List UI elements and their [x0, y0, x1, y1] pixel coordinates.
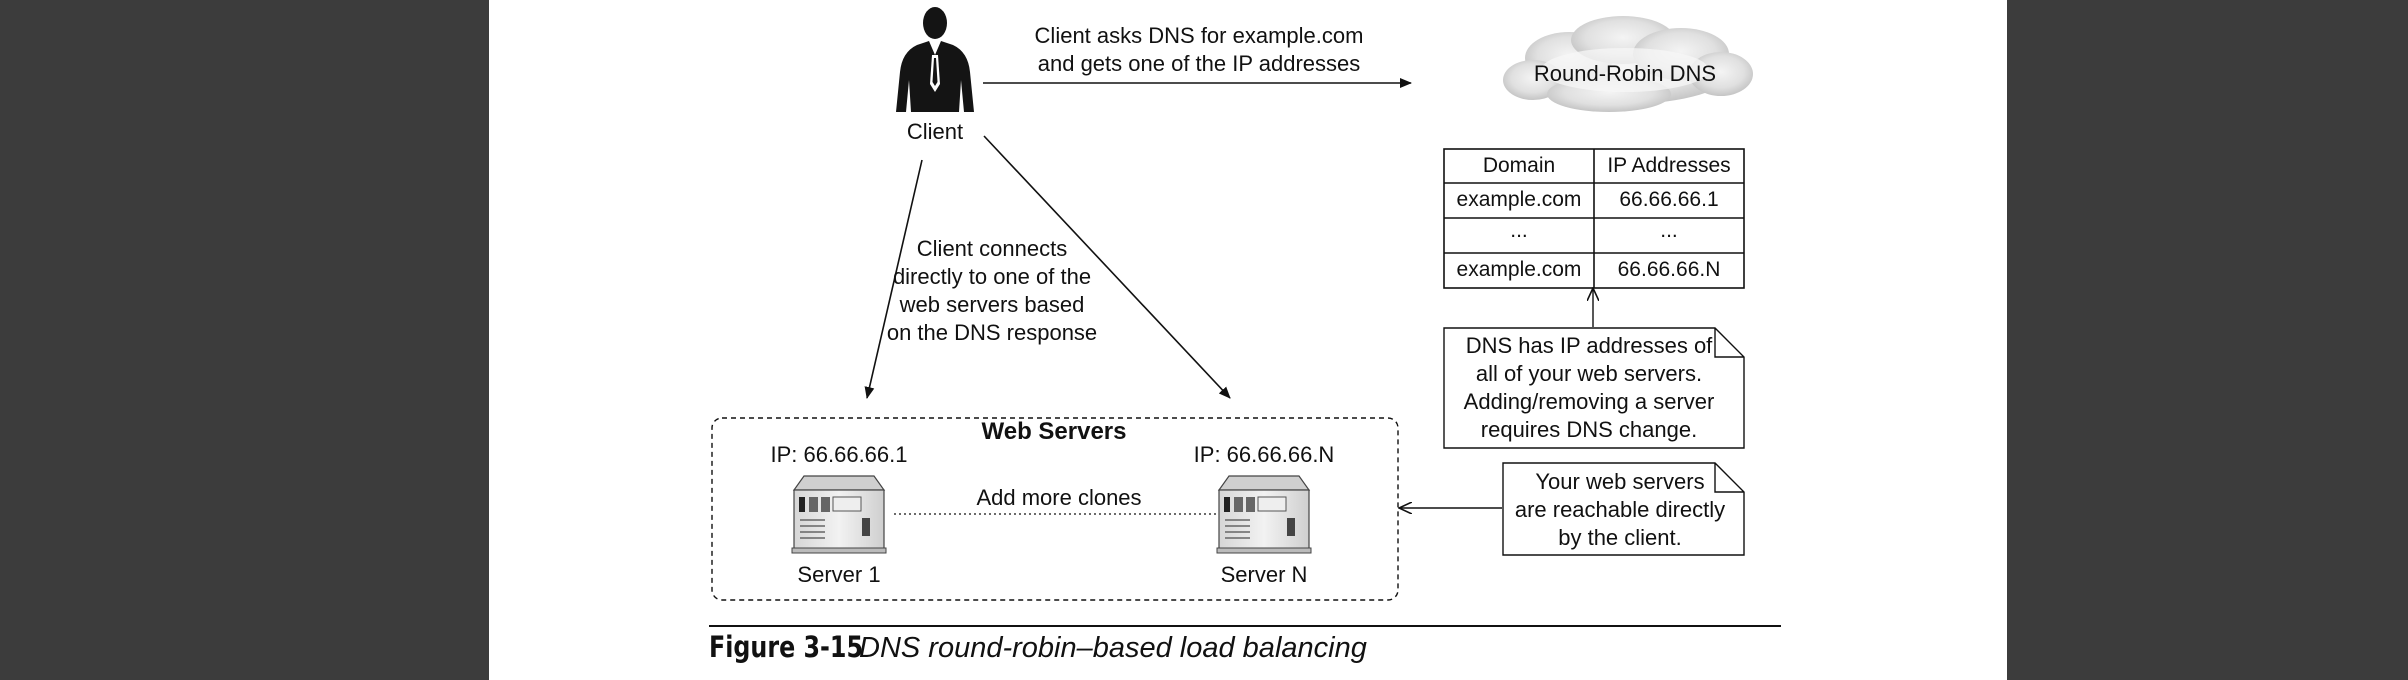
table-header-ip: IP Addresses: [1607, 154, 1731, 177]
client-label: Client: [906, 119, 964, 144]
table-cell-ip: 66.66.66.1: [1619, 188, 1719, 211]
connect-arrow-server-1: [864, 159, 923, 399]
person-icon: [896, 7, 974, 112]
web-servers-group: [711, 417, 1399, 601]
diagram-canvas: [709, 7, 1781, 627]
server-ip-label: IP: 66.66.66.1: [770, 442, 908, 467]
web-servers-title: Web Servers: [981, 418, 1127, 445]
connect-note: Client connects directly to one of the w…: [886, 236, 1098, 345]
table-cell-ip: ...: [1660, 219, 1678, 242]
dns-query-note: Client asks DNS for example.com and gets…: [1034, 23, 1364, 76]
servers-callout-text: Your web servers are reachable directly …: [1514, 469, 1726, 550]
server-icon: [791, 475, 887, 554]
dns-callout-box: [1443, 327, 1745, 449]
server-ip-label: IP: 66.66.66.N: [1193, 442, 1335, 467]
figure-number: Figure 3-15: [709, 630, 863, 664]
server-name-label: Server 1: [797, 562, 881, 587]
clones-label: Add more clones: [976, 485, 1142, 510]
table-cell-ip: 66.66.66.N: [1617, 258, 1721, 281]
cloud-icon: [1503, 16, 1753, 112]
figure-caption: DNS round-robin–based load balancing: [859, 632, 1367, 664]
table-cell-domain: example.com: [1456, 258, 1582, 281]
server-name-label: Server N: [1220, 562, 1308, 587]
dns-callout-text: DNS has IP addresses of all of your web …: [1463, 333, 1715, 442]
cloud-label: Round-Robin DNS: [1533, 61, 1717, 86]
table-cell-domain: example.com: [1456, 188, 1582, 211]
dns-table-grid: [1443, 148, 1745, 289]
figure-page: Client Client asks DNS for example.com a…: [489, 0, 2007, 680]
servers-callout-box: [1502, 462, 1745, 556]
table-cell-domain: ...: [1510, 219, 1528, 242]
connect-arrow-server-n: [983, 135, 1231, 399]
table-header-domain: Domain: [1482, 154, 1556, 177]
server-icon: [1216, 475, 1312, 554]
